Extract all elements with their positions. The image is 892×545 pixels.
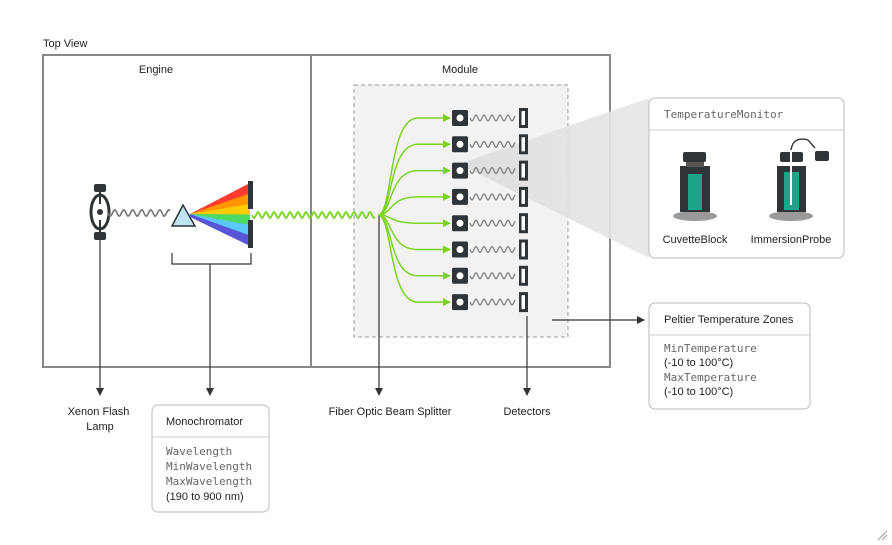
engine-title: Engine bbox=[139, 64, 173, 76]
cuvette-window bbox=[456, 298, 464, 306]
prism-icon bbox=[170, 203, 197, 227]
light-path-slit-to-splitter bbox=[251, 210, 376, 220]
temperature-monitor-title: TemperatureMonitor bbox=[664, 108, 784, 121]
light-path-lamp-to-prism bbox=[107, 208, 171, 218]
monochromator-prop-max: MaxWavelength bbox=[166, 475, 252, 488]
sample-channel bbox=[452, 134, 528, 155]
xenon-lamp-icon bbox=[89, 184, 111, 240]
monochromator-range: (190 to 900 nm) bbox=[166, 491, 244, 503]
resize-grip-icon[interactable] bbox=[876, 529, 888, 541]
engine-panel: Engine bbox=[42, 54, 312, 368]
peltier-max-range: (-10 to 100°C) bbox=[664, 386, 733, 398]
cuvette-window bbox=[456, 272, 464, 280]
light-path-to-detector bbox=[469, 219, 516, 228]
immersion-probe-icon bbox=[769, 138, 829, 221]
spectrum-fan bbox=[190, 183, 250, 246]
spectrum-band bbox=[190, 183, 250, 217]
fiber-line bbox=[377, 192, 451, 216]
detector-window bbox=[521, 189, 525, 204]
beam-splitter-label: Fiber Optic Beam Splitter bbox=[329, 406, 452, 418]
peltier-max-label: MaxTemperature bbox=[664, 371, 757, 384]
light-path-to-detector bbox=[469, 114, 516, 122]
magnify-beam bbox=[462, 98, 649, 258]
cuvette-block-label: CuvetteBlock bbox=[663, 234, 728, 246]
light-path-to-detector bbox=[469, 298, 516, 307]
spectrum-band bbox=[190, 193, 250, 217]
callout-arrows bbox=[96, 216, 645, 396]
monochromator-title: Monochromator bbox=[166, 416, 243, 428]
sample-channel bbox=[452, 186, 528, 207]
cuvette-window bbox=[456, 246, 464, 253]
sample-channel bbox=[452, 108, 528, 128]
monochromator-prop-min: MinWavelength bbox=[166, 460, 252, 473]
cuvette-window bbox=[456, 167, 464, 175]
monochromator-prop-wavelength: Wavelength bbox=[166, 445, 232, 458]
light-path-to-detector bbox=[469, 271, 516, 280]
fiber-line bbox=[377, 214, 451, 307]
light-path-to-detector bbox=[469, 245, 516, 254]
sample-channel bbox=[452, 239, 528, 260]
sample-channel bbox=[452, 160, 528, 181]
detector-window bbox=[521, 242, 525, 257]
detector-window bbox=[521, 137, 525, 152]
spectrum-band bbox=[190, 204, 250, 217]
peltier-min-range: (-10 to 100°C) bbox=[664, 357, 733, 369]
detector-window bbox=[521, 295, 525, 310]
exit-slit-icon bbox=[248, 181, 253, 248]
detector-window bbox=[521, 268, 525, 283]
fiber-line bbox=[377, 140, 451, 216]
fiber-line bbox=[377, 166, 451, 216]
peltier-min-label: MinTemperature bbox=[664, 342, 757, 355]
sample-channel bbox=[452, 292, 528, 313]
sample-channel bbox=[452, 265, 528, 286]
lamp-label: Xenon Flash Lamp bbox=[68, 406, 133, 433]
light-path-to-detector bbox=[469, 140, 516, 149]
cuvette-window bbox=[456, 140, 464, 148]
monochromator-box: Monochromator Wavelength MinWavelength M… bbox=[151, 404, 270, 513]
light-path-to-detector bbox=[469, 166, 516, 175]
cuvette-window bbox=[456, 193, 464, 201]
detector-window bbox=[521, 163, 525, 178]
spectrum-band bbox=[190, 214, 250, 246]
sample-channel bbox=[452, 213, 528, 234]
module-title: Module bbox=[442, 64, 478, 76]
detector-window bbox=[521, 111, 525, 125]
immersion-probe-label: ImmersionProbe bbox=[751, 234, 832, 246]
cuvette-window bbox=[456, 219, 464, 227]
cuvette-window bbox=[456, 114, 464, 122]
fiber-bundle bbox=[377, 114, 451, 307]
detector-window bbox=[521, 216, 525, 231]
cuvette-block-icon bbox=[673, 152, 717, 221]
view-label: Top View bbox=[43, 38, 87, 50]
fiber-line bbox=[377, 114, 451, 216]
peltier-zones-box: Peltier Temperature Zones MinTemperature… bbox=[648, 302, 811, 410]
sample-channels bbox=[452, 108, 528, 313]
monochromator-bracket bbox=[171, 253, 252, 265]
light-path-to-detector bbox=[469, 192, 516, 201]
detectors-label: Detectors bbox=[503, 406, 551, 418]
temperature-monitor-box: TemperatureMonitor CuvetteBlock Immersio… bbox=[648, 97, 845, 259]
peltier-title: Peltier Temperature Zones bbox=[664, 314, 794, 326]
